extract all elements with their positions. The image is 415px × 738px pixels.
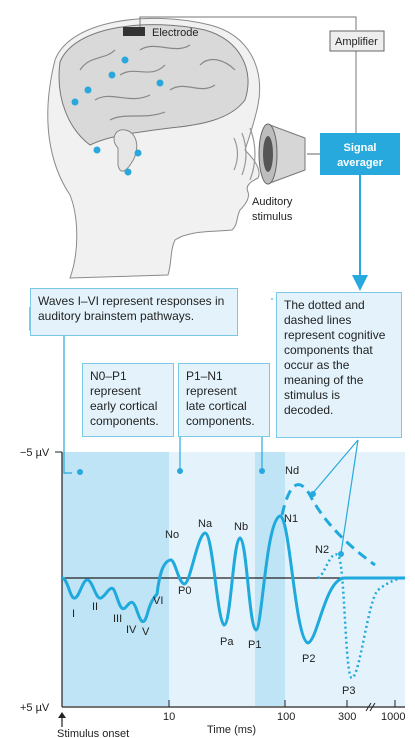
amplifier-label: Amplifier (335, 36, 378, 48)
plus5-label: +5 µV (20, 702, 50, 714)
speaker-icon (233, 123, 306, 185)
wave-Na: Na (198, 518, 213, 530)
erp-waveform (61, 514, 405, 645)
wave-VI: VI (153, 595, 163, 607)
electrode-dot (124, 168, 132, 176)
cognitive-callout: The dotted and dashed lines represent co… (276, 292, 402, 438)
signal-averager-label-1: Signal (343, 142, 376, 154)
signal-averager-label-2: averager (337, 157, 384, 169)
auditory-label-2: stimulus (252, 211, 293, 223)
electrode-label: Electrode (152, 27, 198, 39)
tick-300: 300 (338, 711, 356, 723)
auditory-label-1: Auditory (252, 196, 293, 208)
dotted-cognitive-line (317, 553, 406, 680)
wave-P2: P2 (302, 653, 315, 665)
wave-I: I (72, 608, 75, 620)
dotted-pointer (340, 439, 359, 554)
early-cortical-region (169, 452, 255, 706)
wave-Pa: Pa (220, 636, 234, 648)
wave-III: III (113, 613, 122, 625)
wave-N1: N1 (284, 513, 298, 525)
wave-Nb: Nb (234, 521, 248, 533)
tick-10: 10 (163, 711, 175, 723)
dashed-cognitive-line (280, 483, 376, 567)
electrode-dot (134, 149, 142, 157)
x-axis-label: Time (ms) (207, 724, 256, 736)
wave-No: No (165, 529, 179, 541)
electrode-dot (93, 146, 101, 154)
head-illustration (47, 17, 261, 279)
wave-II: II (92, 601, 98, 613)
brainstem-region (62, 452, 169, 706)
brainstem-callout: Waves I–VI represent responses in audito… (30, 288, 238, 336)
wave-V: V (142, 626, 150, 638)
wave-Nd: Nd (285, 465, 299, 477)
minus5-label: −5 µV (20, 447, 50, 459)
stimulus-onset-arrow (58, 712, 66, 718)
amplifier-box (329, 30, 385, 52)
wave-P3: P3 (342, 685, 355, 697)
electrode-dot (71, 98, 79, 106)
electrode-dot (156, 79, 164, 87)
wave-Po: P0 (178, 585, 191, 597)
early-cortical-callout: N0–P1 represent early cortical component… (82, 363, 174, 437)
electrode-dot (108, 71, 116, 79)
tick-1000: 1000 (381, 711, 405, 723)
dashed-pointer (312, 439, 359, 494)
electrode-dot (84, 86, 92, 94)
wave-IV: IV (126, 624, 137, 636)
electrode-block (123, 27, 145, 36)
stimulus-onset-label: Stimulus onset (57, 728, 129, 738)
signal-averager-box (320, 133, 400, 175)
late-cortical-callout: P1–N1 represent late cortical components… (178, 363, 270, 437)
wave-N2: N2 (315, 544, 329, 556)
electrode-dot (121, 56, 129, 64)
wave-P1: P1 (248, 639, 261, 651)
tick-100: 100 (277, 711, 295, 723)
late-cortical-region (255, 452, 285, 706)
